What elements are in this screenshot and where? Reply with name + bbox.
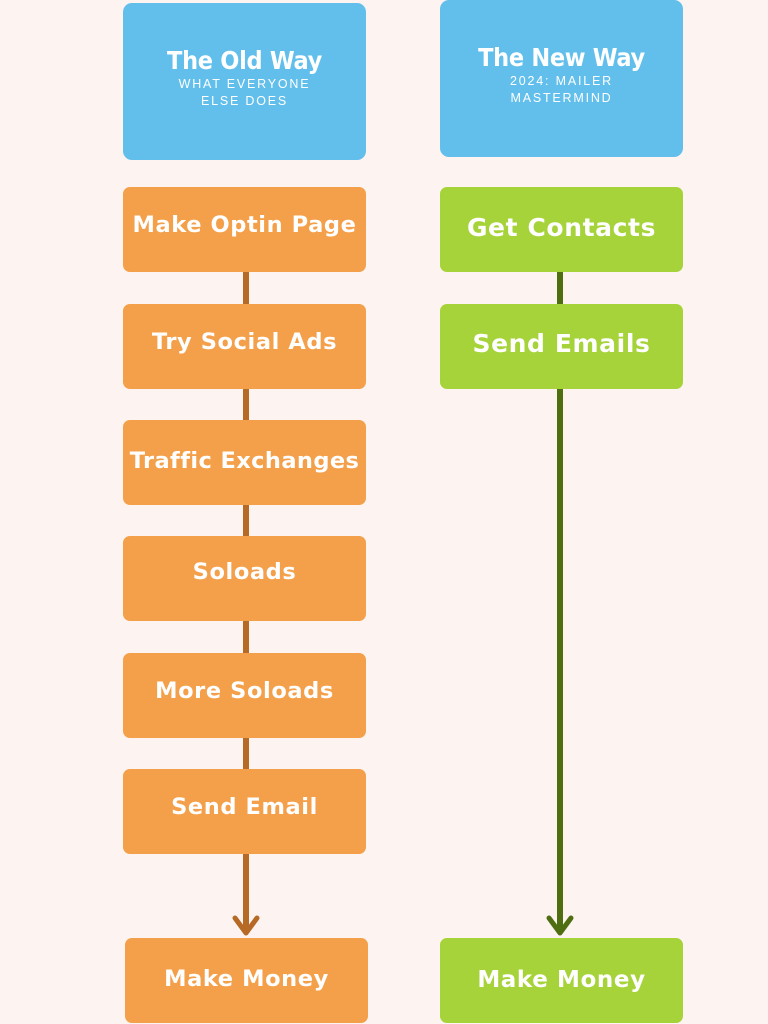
old-step-label: Send Email (171, 793, 318, 820)
new-result-make-money: Make Money (440, 938, 683, 1023)
old-step-send-email: Send Email (123, 769, 366, 854)
old-step-try-social-ads: Try Social Ads (123, 304, 366, 389)
old-step-make-optin-page: Make Optin Page (123, 187, 366, 272)
new-step-get-contacts: Get Contacts (440, 187, 683, 272)
old-way-title: The Old Way (167, 46, 322, 76)
old-step-label: Traffic Exchanges (129, 447, 360, 474)
new-way-subtitle: 2024: MAILER MASTERMIND (510, 73, 613, 105)
new-way-header: The New Way 2024: MAILER MASTERMIND (440, 0, 683, 157)
new-step-label: Get Contacts (466, 213, 657, 242)
old-way-header: The Old Way WHAT EVERYONE ELSE DOES (123, 3, 366, 160)
new-way-arrowhead (546, 915, 574, 936)
new-step-send-emails: Send Emails (440, 304, 683, 389)
old-step-label: Try Social Ads (151, 328, 338, 355)
old-result-label: Make Money (164, 965, 329, 992)
old-result-make-money: Make Money (125, 938, 368, 1023)
new-way-title: The New Way (478, 43, 645, 73)
old-step-traffic-exchanges: Traffic Exchanges (123, 420, 366, 505)
old-step-label: Make Optin Page (132, 211, 357, 238)
old-step-soloads: Soloads (123, 536, 366, 621)
old-step-more-soloads: More Soloads (123, 653, 366, 738)
new-result-label: Make Money (477, 966, 646, 993)
old-step-label: Soloads (192, 558, 297, 585)
old-step-label: More Soloads (155, 677, 334, 704)
old-way-arrowhead (232, 915, 260, 936)
new-step-label: Send Emails (472, 329, 651, 358)
old-way-subtitle: WHAT EVERYONE ELSE DOES (178, 76, 311, 108)
